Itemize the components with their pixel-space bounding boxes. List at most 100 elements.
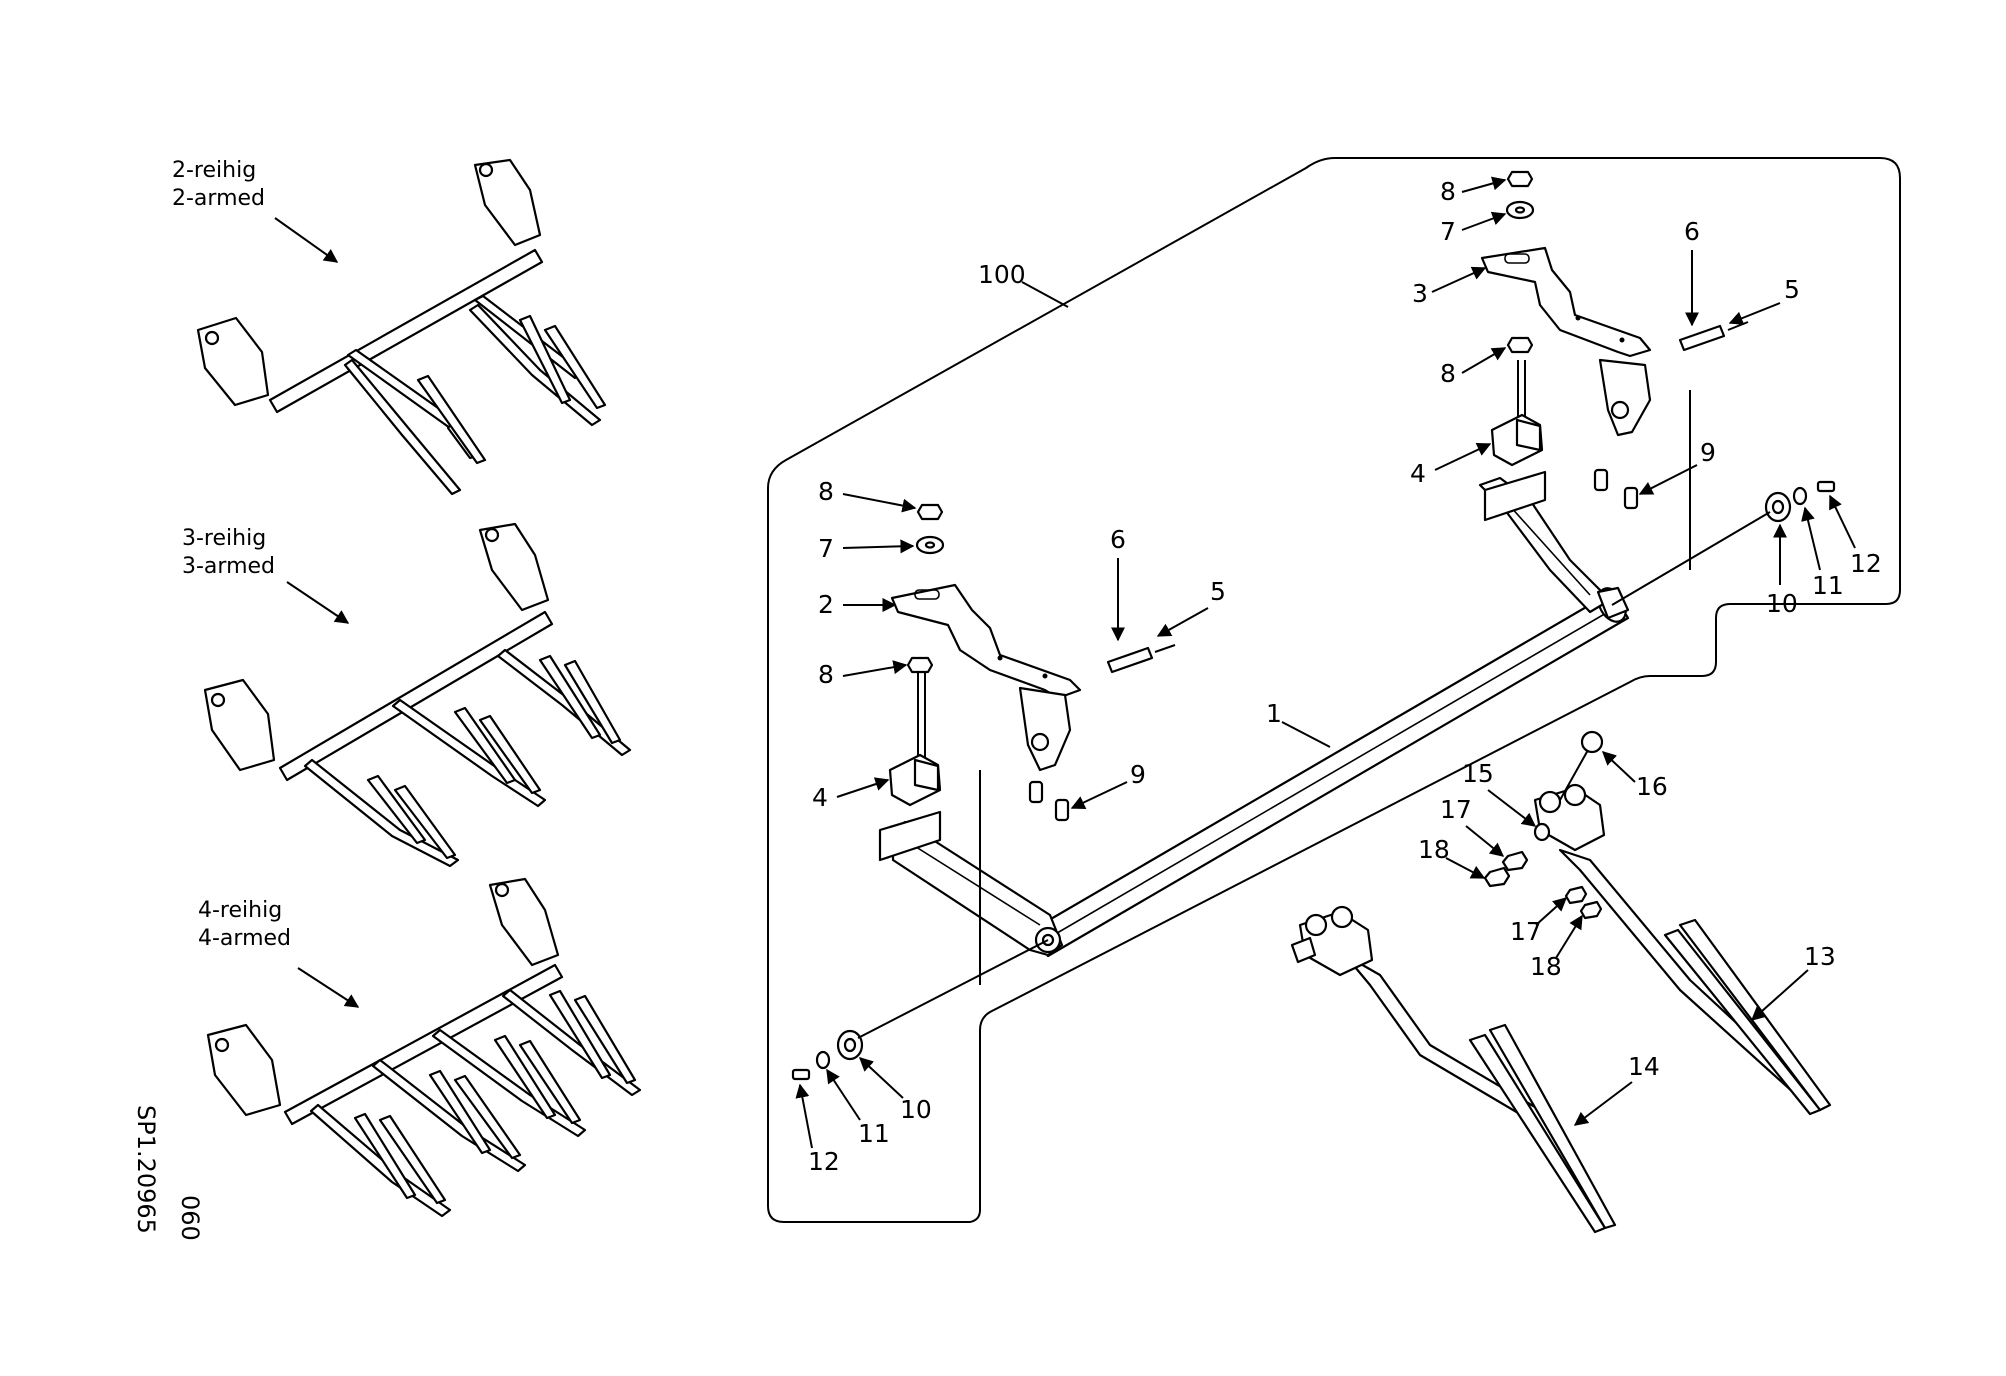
part-4-left-clamp	[878, 670, 942, 862]
part-8-left-nut-top	[916, 503, 944, 521]
variant-2-label-de: 2-reihig	[172, 158, 256, 183]
leader-part-13	[1750, 969, 1809, 1021]
part-8-right-nut-top	[1506, 170, 1534, 188]
label-part-8-right-lower: 8	[1440, 359, 1456, 388]
label-part-14: 14	[1628, 1052, 1660, 1081]
part-17-nut-lower	[1564, 885, 1588, 905]
part-4-right-clamp	[1483, 360, 1547, 522]
leader-part-1	[1281, 721, 1331, 748]
variant-2-frame-drawing	[196, 158, 607, 496]
leader-part-8-left-top	[842, 493, 917, 513]
leader-part-4-left	[836, 777, 890, 798]
variant-4-pointer	[297, 967, 360, 1008]
leader-part-8-right-top	[1461, 176, 1507, 193]
part-9-left-bolts	[1028, 780, 1070, 822]
label-part-11-left: 11	[858, 1119, 890, 1148]
part-15-washer	[1533, 822, 1551, 842]
part-1-crossbar	[1030, 587, 1630, 958]
part-7-right-washer	[1505, 200, 1535, 220]
leader-part-8-left-lower	[842, 660, 908, 677]
variant-3-frame-drawing	[203, 522, 632, 868]
part-10-left-cap	[836, 1029, 864, 1061]
leader-part-12-left	[795, 1083, 813, 1149]
leader-part-17-lower	[1535, 897, 1568, 926]
label-part-6-right: 6	[1684, 217, 1700, 246]
label-part-5-right: 5	[1784, 275, 1800, 304]
callouts: 1 2 3 4 4 5 5 6 6 7 7 8 8 8 8 9 9 10	[795, 176, 1882, 1176]
leader-part-4-right	[1434, 443, 1492, 471]
label-part-10-left: 10	[900, 1095, 932, 1124]
leader-part-8-right-lower	[1461, 347, 1507, 374]
leader-part-11-right	[1801, 506, 1821, 571]
leader-part-18-lower	[1555, 914, 1583, 959]
part-18-nut-lower	[1579, 900, 1603, 920]
variant-4-armed: 4-reihig 4-armed	[198, 877, 642, 1218]
label-part-17-lower: 17	[1510, 917, 1542, 946]
label-part-5-left: 5	[1210, 577, 1226, 606]
part-12-left-bolt	[791, 1068, 811, 1081]
drawing-code-line2: 060	[176, 1195, 204, 1241]
label-part-15: 15	[1462, 759, 1494, 788]
part-14-tine	[1343, 953, 1617, 1234]
leader-100	[1021, 281, 1069, 308]
label-part-7-right: 7	[1440, 217, 1456, 246]
leader-part-14	[1573, 1081, 1633, 1126]
axis-left	[857, 939, 1049, 1039]
label-part-4-left: 4	[812, 783, 828, 812]
label-part-8-left-top: 8	[818, 477, 834, 506]
label-part-18-upper: 18	[1418, 835, 1450, 864]
label-part-7-left: 7	[818, 534, 834, 563]
leader-part-3	[1431, 266, 1487, 293]
variant-2-pointer	[274, 217, 339, 263]
label-part-13: 13	[1804, 942, 1836, 971]
leader-part-18-upper	[1445, 857, 1486, 879]
part-11-right-washer	[1792, 486, 1808, 506]
leader-part-17-upper	[1465, 825, 1505, 857]
variant-2-label-en: 2-armed	[172, 186, 265, 211]
part-5-left-pin	[1106, 644, 1176, 674]
part-8-right-nut-lower	[1506, 336, 1534, 354]
label-part-3: 3	[1412, 279, 1428, 308]
variant-3-pointer	[286, 581, 350, 624]
variant-3-label-de: 3-reihig	[182, 526, 266, 551]
leader-part-10-left	[858, 1057, 904, 1099]
part-5-right-pin	[1678, 321, 1749, 352]
label-part-8-right-top: 8	[1440, 177, 1456, 206]
part-16-pin	[1559, 730, 1604, 801]
part-9-right-bolts	[1593, 468, 1639, 510]
label-part-16: 16	[1636, 772, 1668, 801]
label-part-8-left-lower: 8	[818, 660, 834, 689]
assembly-100-outline	[767, 157, 1901, 1223]
label-part-1: 1	[1266, 699, 1282, 728]
part-7-left-washer	[915, 535, 945, 555]
leader-part-7-right	[1461, 211, 1507, 231]
part-8-left-nut-lower	[906, 656, 934, 674]
part-17-nut-upper	[1501, 850, 1529, 872]
part-left-arm	[891, 820, 1064, 957]
leader-part-16	[1601, 751, 1636, 783]
drawing-code: SP1.20965 060	[132, 1105, 204, 1241]
leader-part-9-left	[1070, 781, 1128, 809]
part-3-right-bracket	[1480, 246, 1652, 437]
leader-part-7-left	[842, 539, 915, 554]
label-part-4-right: 4	[1410, 459, 1426, 488]
part-10-right-cap	[1764, 491, 1792, 523]
variant-3-armed: 3-reihig 3-armed	[182, 522, 632, 868]
variant-4-label-de: 4-reihig	[198, 898, 282, 923]
part-11-left-washer	[815, 1050, 831, 1070]
part-13-tine	[1558, 848, 1832, 1116]
label-part-12-left: 12	[808, 1147, 840, 1176]
part-12-right-bolt	[1816, 480, 1836, 493]
label-part-9-right: 9	[1700, 438, 1716, 467]
label-part-6-left: 6	[1110, 525, 1126, 554]
leader-part-9-right	[1638, 464, 1698, 495]
part-2-left-bracket	[890, 583, 1082, 772]
label-part-10-right: 10	[1766, 589, 1798, 618]
variant-2-armed: 2-reihig 2-armed	[172, 158, 607, 496]
leader-part-11-left	[826, 1068, 861, 1121]
assembly-label-100: 100	[978, 260, 1026, 289]
part-18-nut-upper	[1483, 866, 1511, 888]
label-part-2: 2	[818, 590, 834, 619]
variant-4-label-en: 4-armed	[198, 926, 291, 951]
